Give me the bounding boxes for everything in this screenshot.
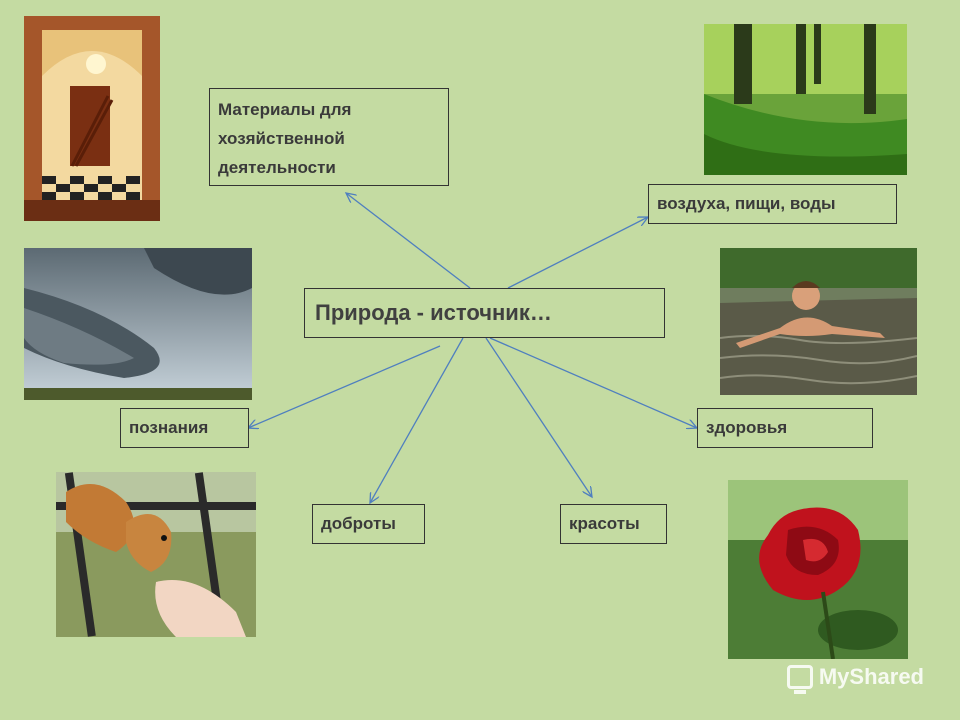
center-label: Природа - источник…: [315, 300, 552, 325]
arrow-to-materials: [346, 193, 471, 289]
center-box: Природа - источник…: [304, 288, 665, 338]
kindness-box: доброты: [312, 504, 425, 544]
kindness-label: доброты: [321, 514, 396, 533]
interior-staircase-image: [24, 16, 160, 221]
knowledge-box: познания: [120, 408, 249, 448]
red-rose-image: [728, 480, 908, 659]
air-box: воздуха, пищи, воды: [648, 184, 897, 224]
watermark-label: MyShared: [818, 664, 924, 689]
arrow-to-kindness: [370, 337, 464, 503]
myshared-watermark: MyShared: [786, 664, 924, 694]
beauty-box: красоты: [560, 504, 667, 544]
arrow-to-beauty: [485, 337, 592, 497]
forest-image: [704, 24, 907, 175]
squirrel-image: [56, 472, 256, 637]
health-label: здоровья: [706, 418, 788, 437]
health-box: здоровья: [697, 408, 873, 448]
arrow-to-air: [507, 217, 648, 289]
materials-box: Материалы для хозяйственной деятельности: [209, 88, 449, 186]
materials-line-3: деятельности: [218, 158, 336, 177]
arrow-to-knowledge: [248, 345, 441, 428]
arrow-to-health: [489, 337, 697, 428]
knowledge-label: познания: [129, 418, 209, 437]
storm-clouds-image: [24, 248, 252, 400]
materials-line-1: Материалы для: [218, 100, 352, 119]
materials-line-2: хозяйственной: [218, 129, 345, 148]
presentation-board-icon: [786, 665, 813, 694]
boy-swimming-image: [720, 248, 917, 395]
beauty-label: красоты: [569, 514, 640, 533]
air-label: воздуха, пищи, воды: [657, 194, 836, 213]
